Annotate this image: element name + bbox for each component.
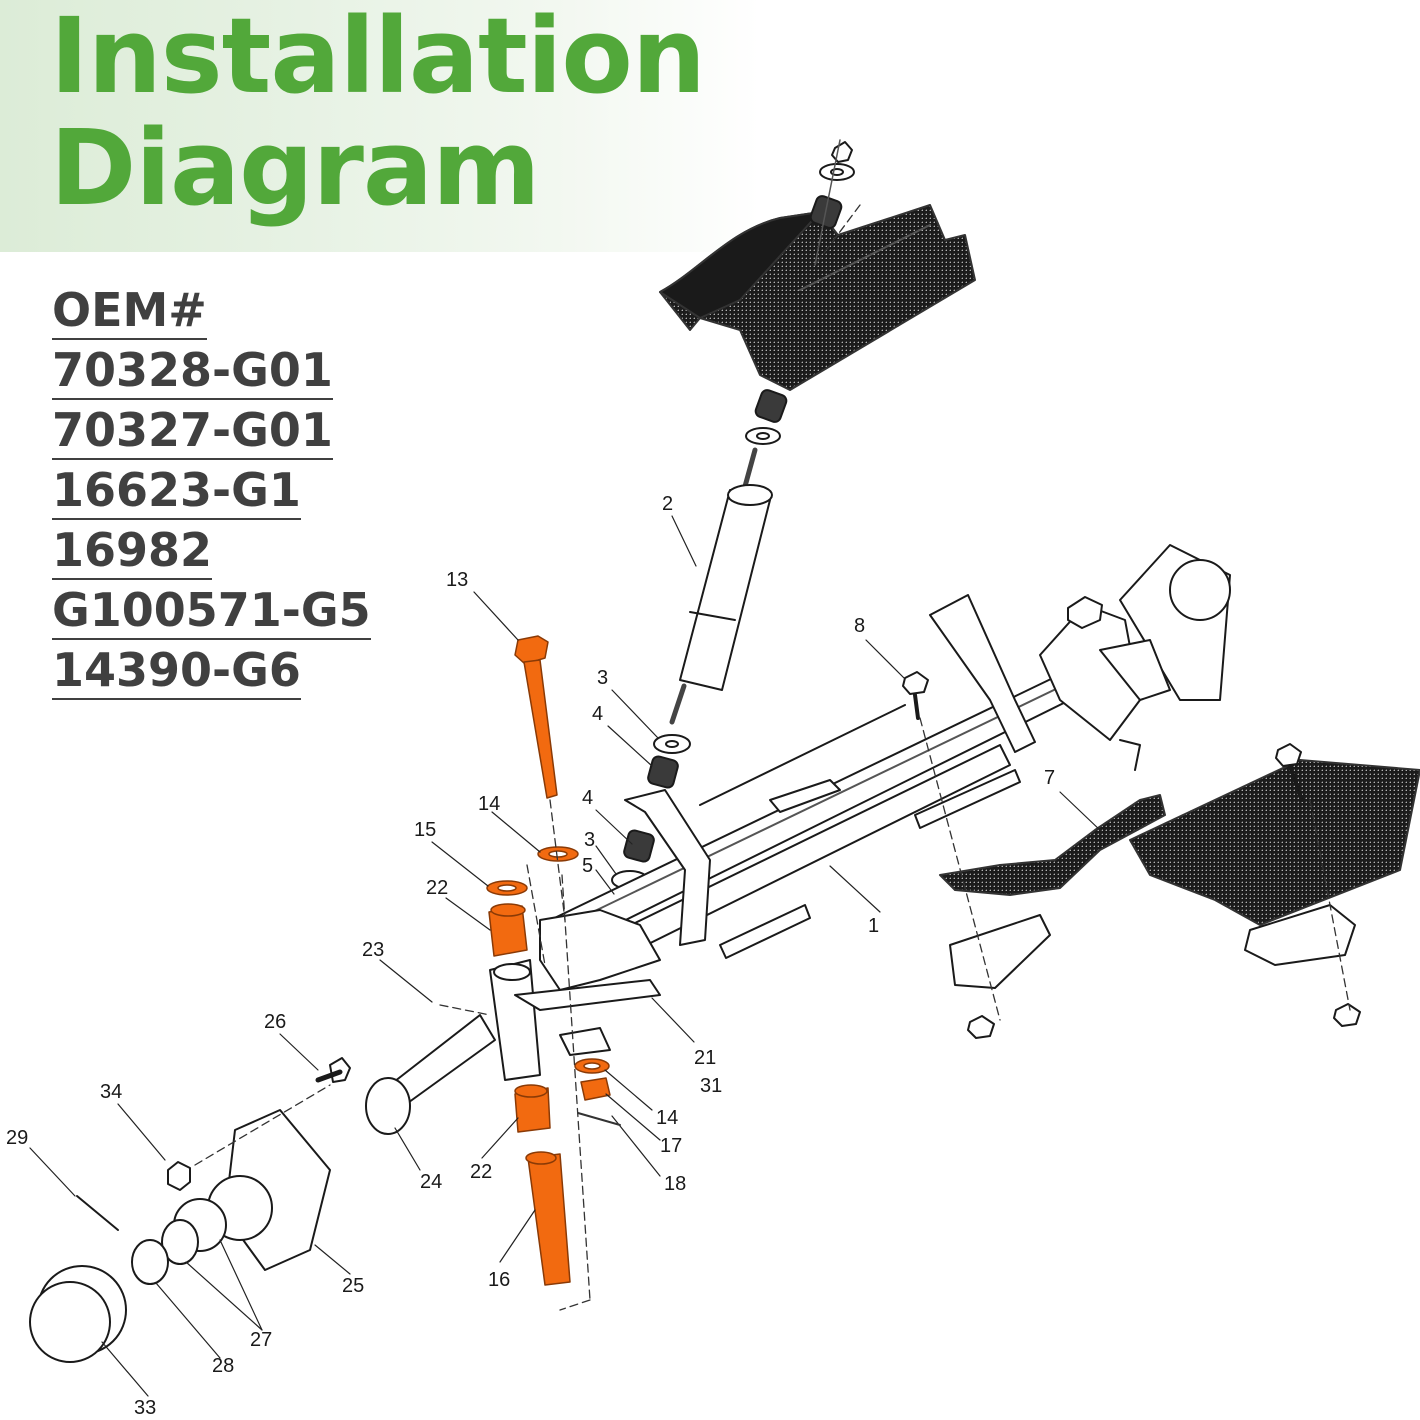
oem-number: G100571-G5 <box>52 584 371 640</box>
oem-number: 16982 <box>52 524 213 580</box>
callout-4: 4 <box>592 703 604 725</box>
callout-4: 4 <box>582 787 594 809</box>
title-banner <box>0 0 760 252</box>
upper-body-panel <box>659 204 976 391</box>
callout-25: 25 <box>342 1275 365 1297</box>
callout-2: 2 <box>662 493 674 515</box>
spindle-assembly <box>389 909 661 1106</box>
callout-15: 15 <box>414 819 437 841</box>
callout-28: 28 <box>212 1355 235 1377</box>
callout-27: 27 <box>250 1329 273 1351</box>
highlighted-kingpin-parts <box>486 635 611 1286</box>
castle-nut <box>580 1077 611 1101</box>
callout-22: 22 <box>426 877 449 899</box>
callout-14: 14 <box>478 793 501 815</box>
callout-5: 5 <box>582 855 594 877</box>
callout-31: 31 <box>700 1075 723 1097</box>
kingpin-bolt-shank <box>523 659 558 799</box>
kingpin-sleeve <box>527 1153 571 1286</box>
upper-mount-hardware <box>745 139 855 445</box>
steering-gear <box>1039 544 1231 771</box>
page-title: Installation Diagram <box>50 0 706 229</box>
kingpin-bolt-head <box>514 635 549 665</box>
callout-7: 7 <box>1044 767 1056 789</box>
callout-34: 34 <box>100 1081 123 1103</box>
oem-number: 70328-G01 <box>52 344 333 400</box>
oem-list: OEM# 70328-G01 70327-G01 16623-G1 16982 … <box>52 284 371 704</box>
oem-number: 16623-G1 <box>52 464 301 520</box>
callout-23: 23 <box>362 939 385 961</box>
callout-26: 26 <box>264 1011 287 1033</box>
callout-33: 33 <box>134 1397 157 1419</box>
callout-14: 14 <box>656 1107 679 1129</box>
callout-17: 17 <box>660 1135 683 1157</box>
callout-22: 22 <box>470 1161 493 1183</box>
title-line-1: Installation <box>50 0 706 117</box>
cotter-pin-18 <box>577 1112 621 1126</box>
leader-lines <box>29 515 1103 1397</box>
callout-1: 1 <box>868 915 880 937</box>
callout-18: 18 <box>664 1173 687 1195</box>
guide-lines <box>194 204 1351 1311</box>
callout-8: 8 <box>854 615 866 637</box>
callout-13: 13 <box>446 569 469 591</box>
callout-3: 3 <box>584 829 596 851</box>
callout-21: 21 <box>694 1047 717 1069</box>
hub-assembly <box>29 1057 411 1363</box>
oem-label: OEM# <box>52 284 207 340</box>
title-line-2: Diagram <box>50 107 540 229</box>
oem-number: 70327-G01 <box>52 404 333 460</box>
callout-29: 29 <box>6 1127 29 1149</box>
callout-24: 24 <box>420 1171 443 1193</box>
callout-3: 3 <box>597 667 609 689</box>
callout-16: 16 <box>488 1269 511 1291</box>
oem-number: 14390-G6 <box>52 644 301 700</box>
axle-beam <box>539 594 1091 969</box>
